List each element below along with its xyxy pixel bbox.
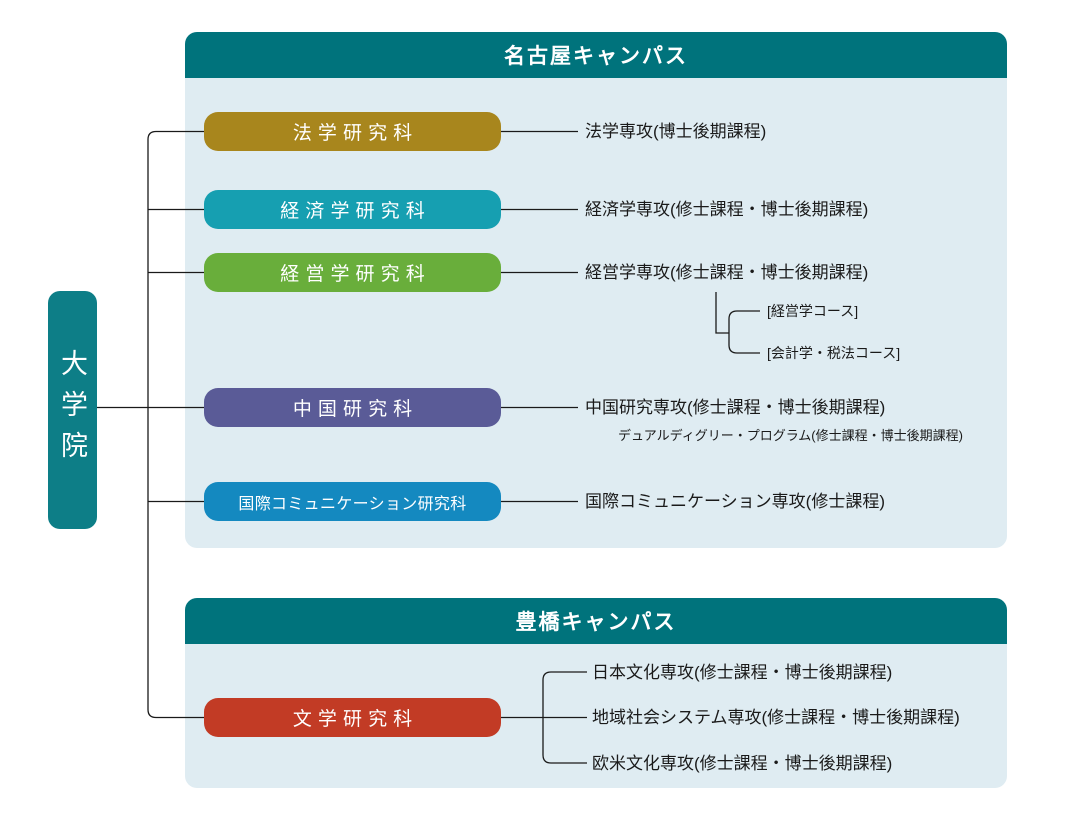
dept-label-international-communication: 国際コミュニケーション研究科 (238, 495, 467, 513)
major-international-communication: 国際コミュニケーション専攻(修士課程) (585, 492, 885, 511)
major-law: 法学専攻(博士後期課程) (585, 122, 767, 141)
campus-title-nagoya: 名古屋キャンパス (504, 45, 688, 68)
course-accounting-tax-law: [会計学・税法コース] (767, 345, 901, 361)
campus-panel-toyohashi: 豊橋キャンパス (185, 598, 1007, 788)
campus-header-nagoya: 名古屋キャンパス (185, 32, 1007, 78)
major-european-american-culture: 欧米文化専攻(修士課程・博士後期課程) (592, 754, 893, 773)
major-economics: 経済学専攻(修士課程・博士後期課程) (585, 200, 869, 219)
dept-box-law: 法学研究科 (204, 112, 501, 151)
dept-box-international-communication: 国際コミュニケーション研究科 (204, 482, 501, 521)
dept-label-china-studies: 中国研究科 (292, 399, 419, 420)
root-box-graduate-school: 大学院 (48, 291, 97, 529)
campus-header-toyohashi: 豊橋キャンパス (185, 598, 1007, 644)
major-japanese-culture: 日本文化専攻(修士課程・博士後期課程) (592, 663, 893, 682)
dept-label-business-administration: 経営学研究科 (280, 264, 431, 285)
dept-box-letters: 文学研究科 (204, 698, 501, 737)
dept-box-business-administration: 経営学研究科 (204, 253, 501, 292)
note-dual-degree-program: デュアルディグリー・プログラム(修士課程・博士後期課程) (618, 428, 963, 443)
dept-label-law: 法学研究科 (292, 123, 419, 144)
dept-label-economics: 経済学研究科 (280, 201, 431, 222)
dept-box-economics: 経済学研究科 (204, 190, 501, 229)
major-business-administration: 経営学専攻(修士課程・博士後期課程) (585, 263, 869, 282)
major-china-studies: 中国研究専攻(修士課程・博士後期課程) (585, 398, 886, 417)
root-label: 大学院 (57, 348, 87, 472)
dept-label-letters: 文学研究科 (292, 709, 419, 730)
campus-title-toyohashi: 豊橋キャンパス (515, 611, 677, 634)
major-regional-social-systems: 地域社会システム専攻(修士課程・博士後期課程) (592, 708, 960, 727)
dept-box-china-studies: 中国研究科 (204, 388, 501, 427)
course-business: [経営学コース] (767, 303, 859, 319)
